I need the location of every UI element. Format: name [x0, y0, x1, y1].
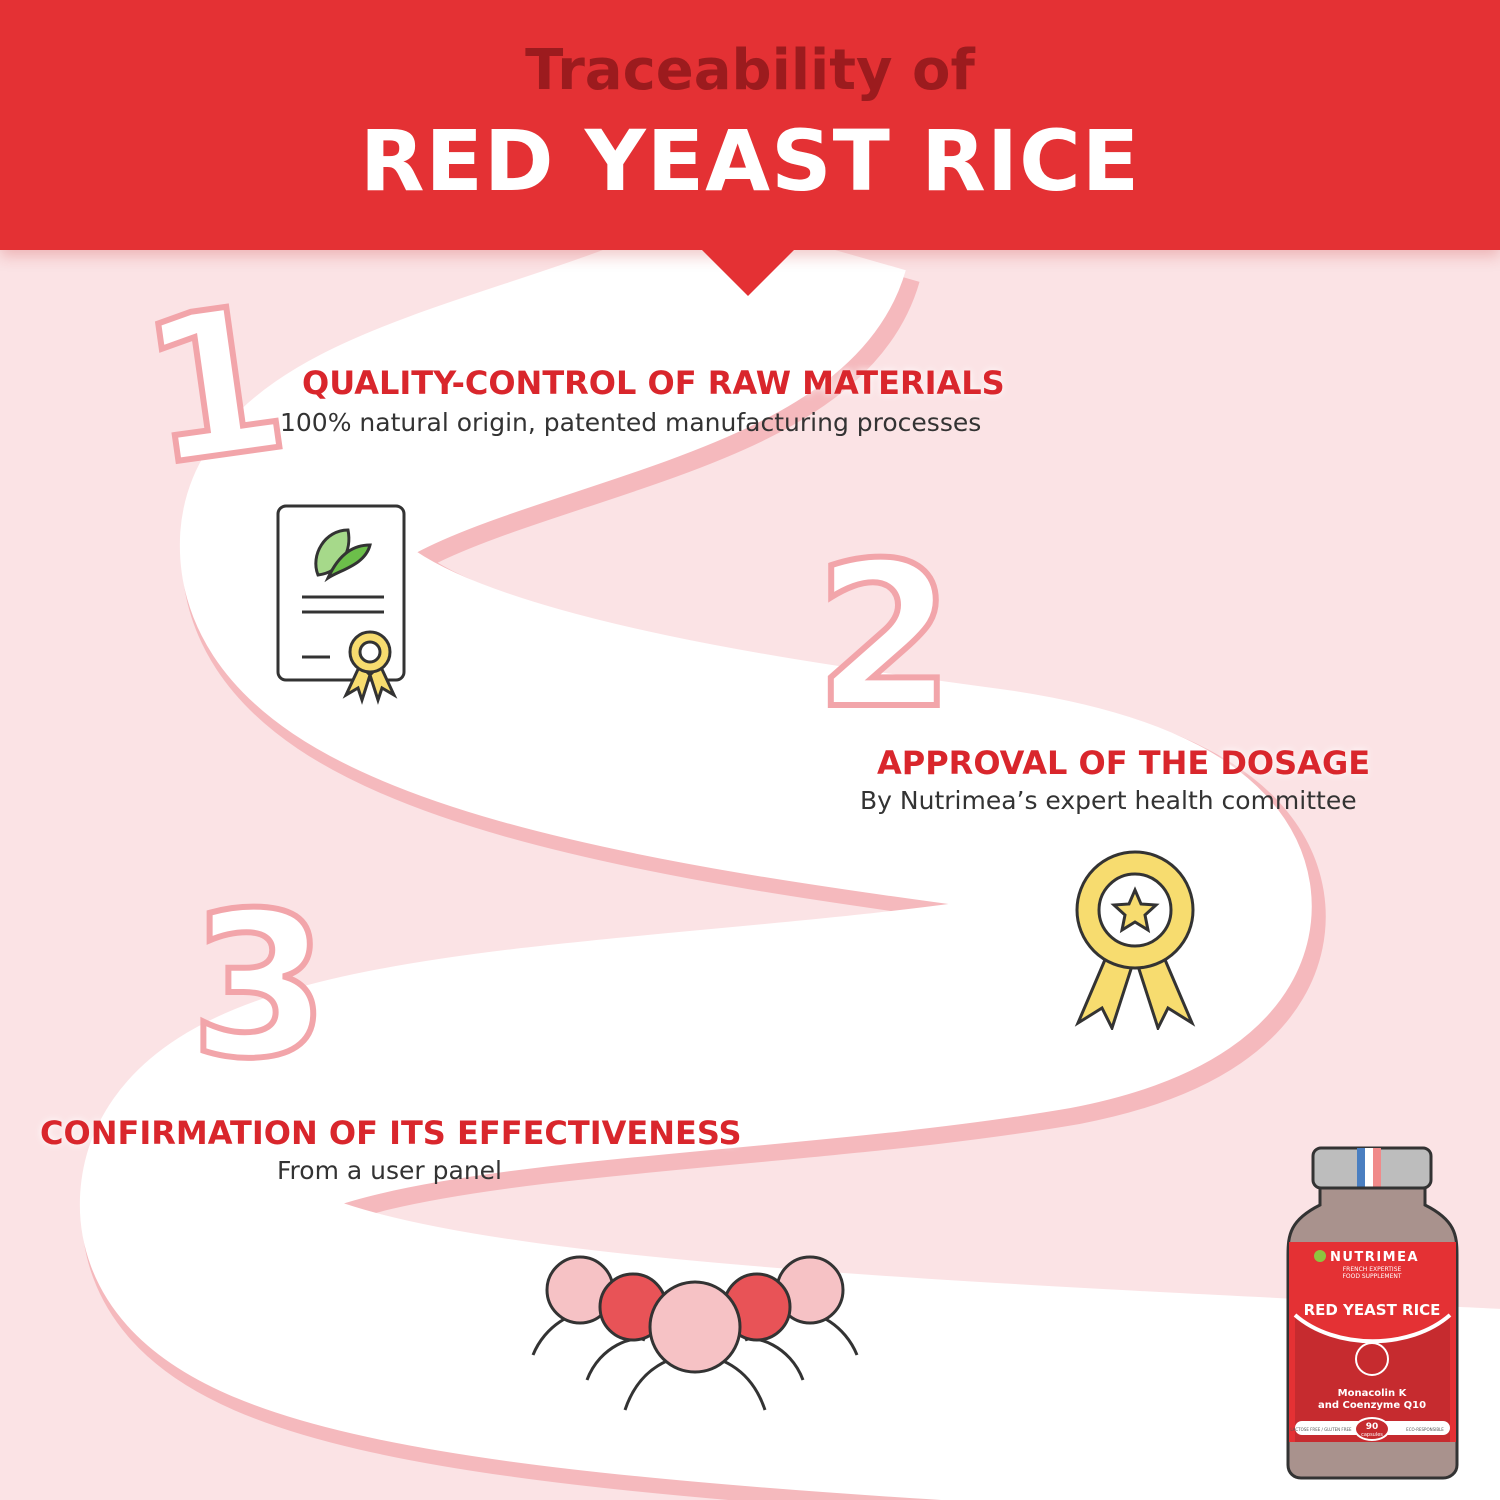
bottle-tagline: FRENCH EXPERTISE	[1343, 1266, 1402, 1273]
step-number-3: 3	[187, 867, 332, 1106]
user-panel-icon	[531, 1255, 859, 1411]
bottle-badge: ECO-RESPONSIBLE	[1406, 1427, 1444, 1432]
bottle-count: 90	[1366, 1422, 1379, 1432]
product-bottle: NUTRIMEA FRENCH EXPERTISE FOOD SUPPLEMEN…	[1286, 1146, 1459, 1480]
certificate-icon	[276, 504, 406, 705]
header-subtitle: Traceability of	[525, 38, 975, 103]
award-medal-icon	[1074, 850, 1196, 1030]
bottle-brand: NUTRIMEA	[1330, 1250, 1419, 1265]
rice-grain-icon	[1355, 1342, 1389, 1376]
bottle-ingredients: Monacolin K	[1338, 1388, 1408, 1399]
bottle-product-name: RED YEAST RICE	[1304, 1301, 1441, 1319]
bottle-ingredients: and Coenzyme Q10	[1318, 1400, 1426, 1411]
bottle-tagline: FOOD SUPPLEMENT	[1342, 1273, 1401, 1280]
step-2-description: By Nutrimea’s expert health committee	[860, 786, 1357, 815]
header-pointer	[700, 248, 796, 296]
person-head	[648, 1280, 742, 1374]
header-banner: Traceability of RED YEAST RICE	[0, 0, 1500, 250]
bottle-badge: LACTOSE FREE / GLUTEN FREE	[1290, 1427, 1352, 1432]
bottle-count-unit: capsules	[1361, 1432, 1383, 1438]
step-1-title: QUALITY-CONTROL OF RAW MATERIALS	[302, 364, 1005, 402]
step-3-description: From a user panel	[277, 1156, 502, 1185]
step-1-description: 100% natural origin, patented manufactur…	[280, 408, 982, 437]
step-number-2: 2	[812, 517, 957, 756]
step-3-title: CONFIRMATION OF ITS EFFECTIVENESS	[40, 1114, 742, 1152]
header-title: RED YEAST RICE	[359, 112, 1141, 210]
step-2-title: APPROVAL OF THE DOSAGE	[877, 744, 1371, 782]
